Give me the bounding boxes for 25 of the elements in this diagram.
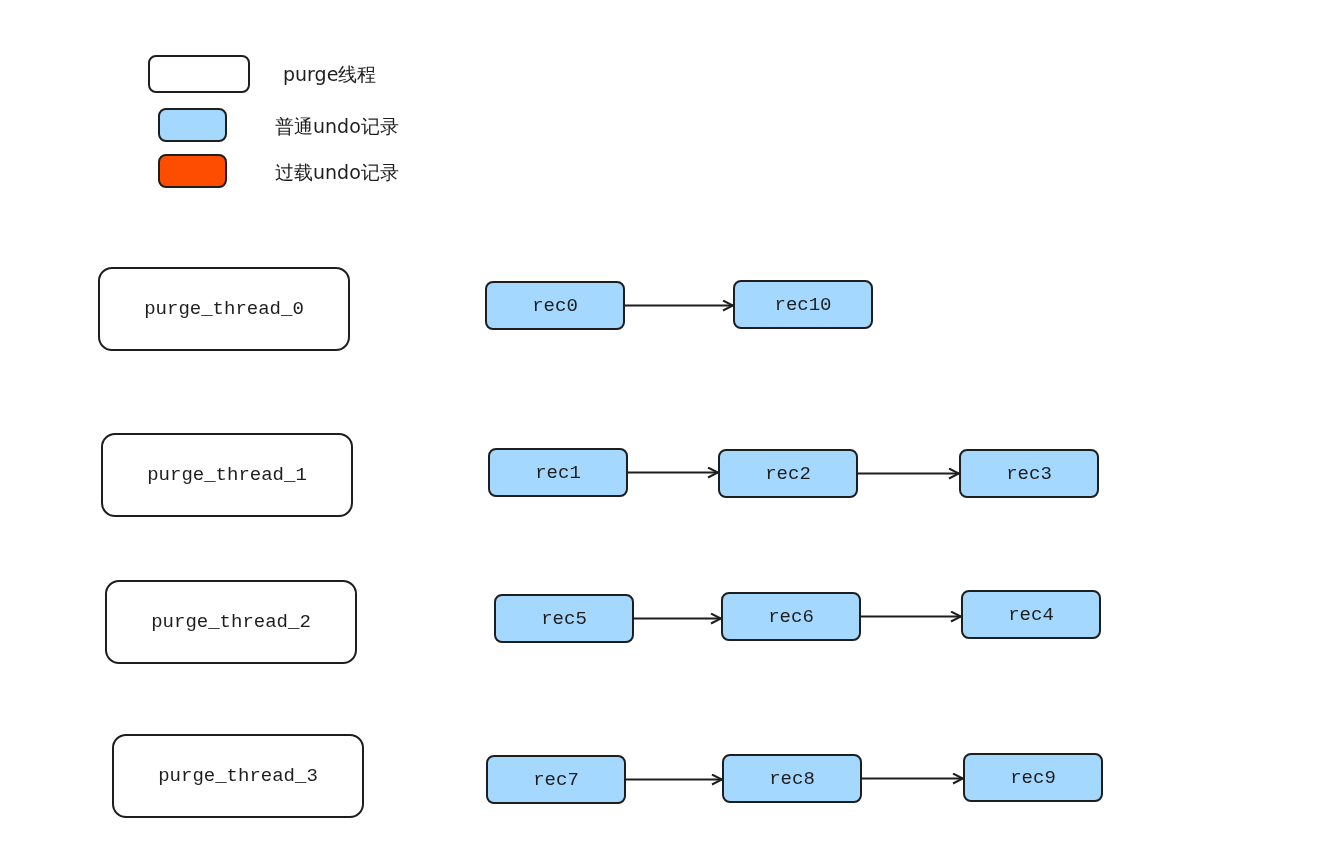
thread-box: purge_thread_1: [101, 433, 353, 517]
record-box: rec10: [733, 280, 873, 329]
arrow: [860, 610, 962, 623]
thread-box: purge_thread_2: [105, 580, 357, 664]
legend-label: 过载undo记录: [275, 160, 399, 185]
record-box: rec8: [722, 754, 862, 803]
record-box: rec7: [486, 755, 626, 804]
arrow: [624, 299, 734, 312]
record-box: rec5: [494, 594, 634, 643]
arrow: [625, 773, 723, 786]
arrow: [627, 466, 719, 479]
arrow: [633, 612, 722, 625]
record-box: rec2: [718, 449, 858, 498]
legend-label: 普通undo记录: [275, 114, 399, 139]
arrow: [857, 467, 960, 480]
arrow: [861, 772, 964, 785]
record-box: rec1: [488, 448, 628, 497]
record-box: rec6: [721, 592, 861, 641]
legend-label: purge线程: [283, 62, 377, 87]
thread-box: purge_thread_0: [98, 267, 350, 351]
record-box: rec9: [963, 753, 1103, 802]
record-box: rec3: [959, 449, 1099, 498]
record-box: rec0: [485, 281, 625, 330]
thread-box: purge_thread_3: [112, 734, 364, 818]
record-box: rec4: [961, 590, 1101, 639]
